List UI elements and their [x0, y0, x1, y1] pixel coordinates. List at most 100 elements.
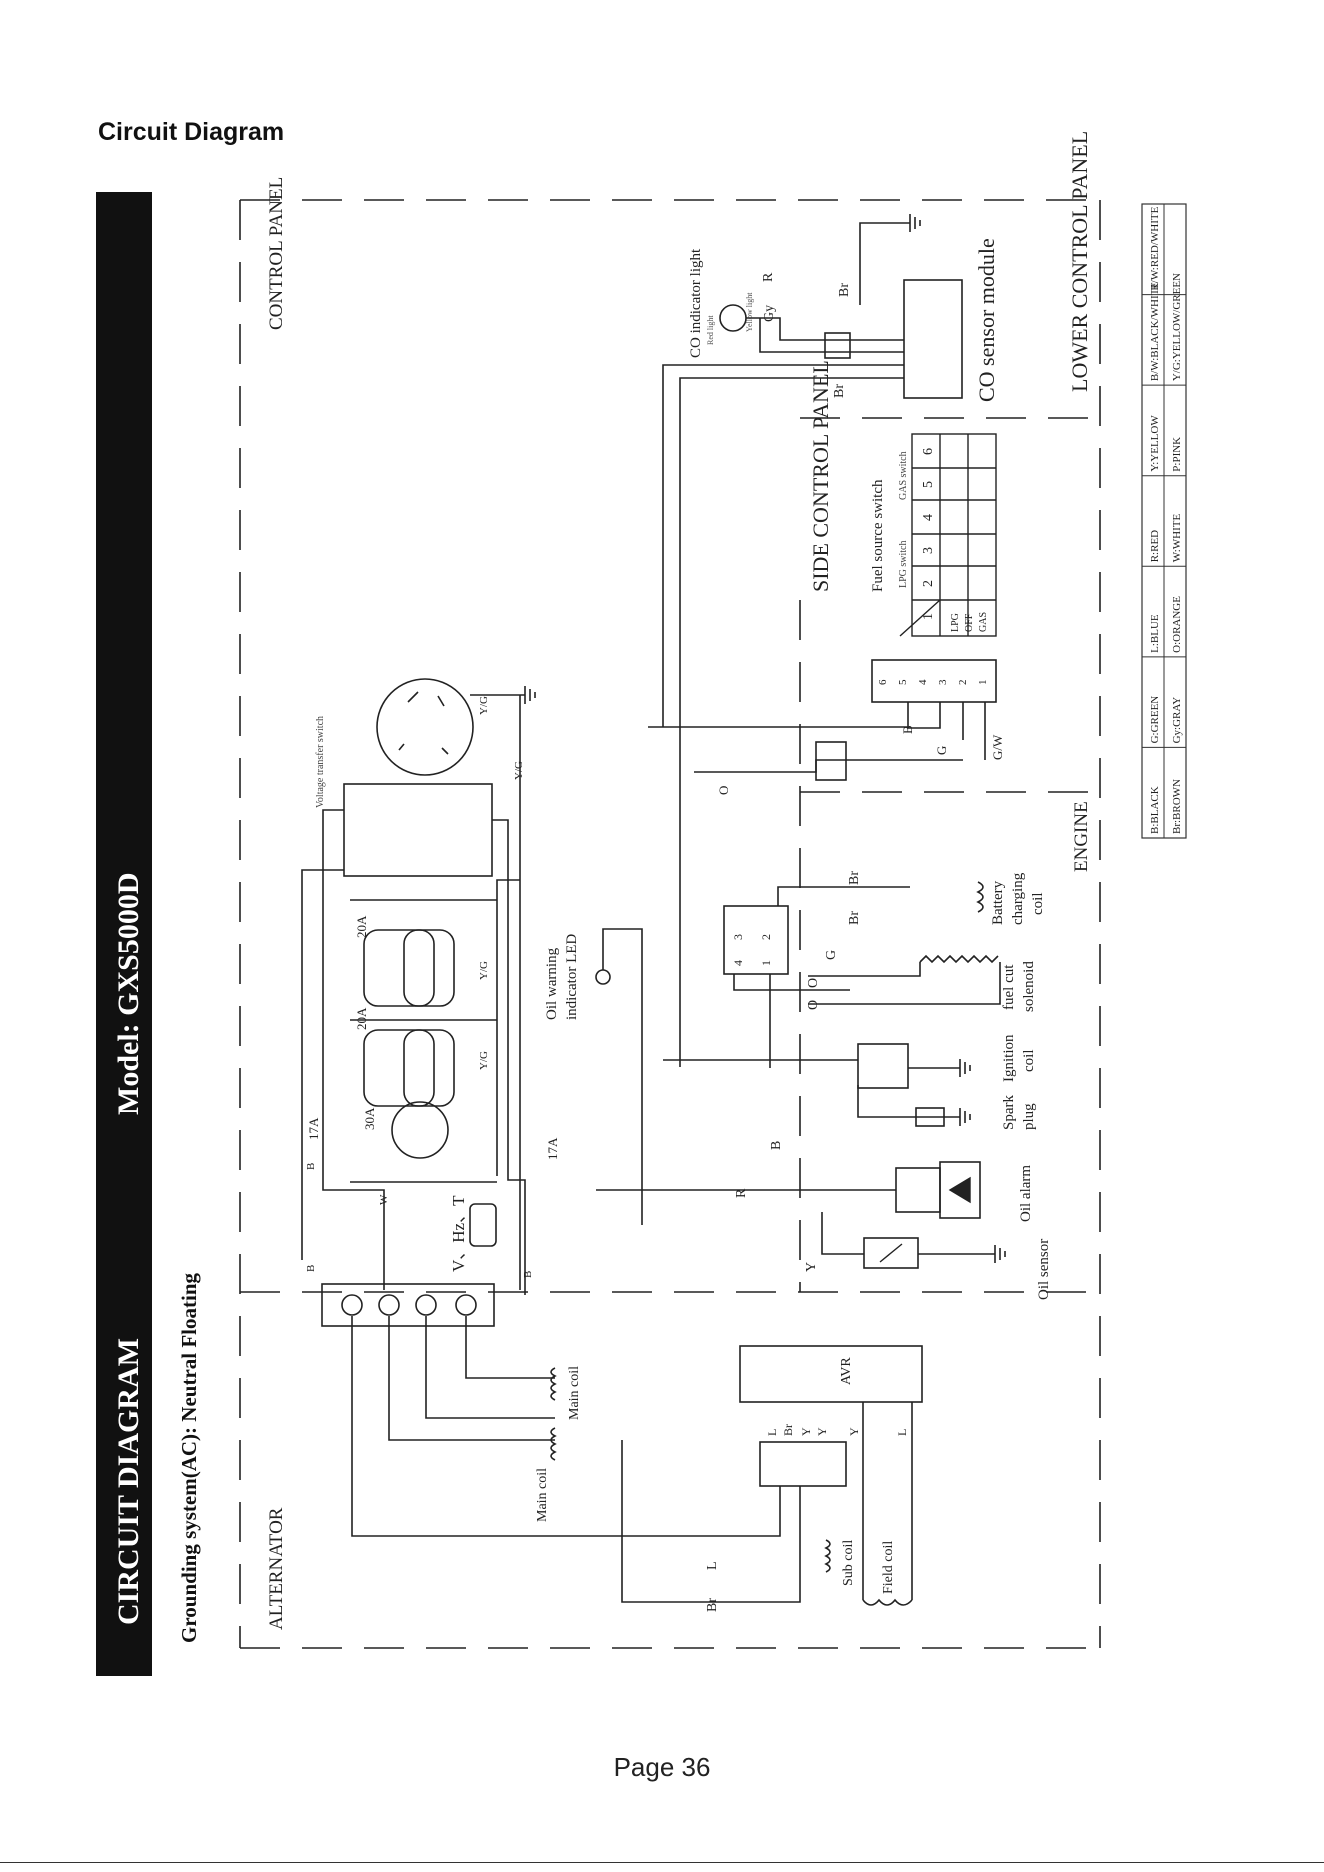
- spark-plug-label-2: plug: [1021, 1103, 1037, 1130]
- wire-label-br-alt: Br: [705, 1598, 720, 1612]
- wire-o: [694, 759, 963, 773]
- fuel-switch-table: [899, 433, 997, 637]
- co-indicator-light-label: CO indicator light: [688, 248, 704, 358]
- legend-entry: B:BLACK: [1149, 786, 1161, 834]
- relay-pin-label: 2: [759, 934, 773, 940]
- wire-label-gw-conn: G/W: [990, 734, 1005, 760]
- wire-label-br-co: Br: [837, 283, 852, 297]
- wire-label-y-avr1: Y: [799, 1427, 813, 1436]
- main-coil-2: [550, 1427, 557, 1461]
- oil-alarm-diode-box: [939, 1161, 981, 1219]
- wire-label-l-avr2: L: [895, 1429, 909, 1436]
- oil-sensor: [863, 1237, 919, 1269]
- wire-label-r-oil: R: [734, 1188, 749, 1198]
- wire-label-b-2: B: [305, 1265, 317, 1272]
- wire-label-vg-4: Y/G: [513, 761, 525, 780]
- fuel-cut-solenoid: [919, 954, 999, 964]
- wire-main-coil-3: [388, 1316, 555, 1441]
- terminal-posts: [341, 1294, 477, 1316]
- breaker-20a-top: 20A: [354, 915, 369, 938]
- legend-entry: P:PINK: [1171, 437, 1183, 472]
- fuel-cut-label-1: fuel cut: [1001, 964, 1017, 1010]
- duplex-receptacle-2: [363, 1029, 455, 1107]
- wire-led: [602, 928, 643, 1225]
- fuel-table-column-label: 5: [921, 481, 936, 488]
- battery-charging-coil: [976, 881, 984, 913]
- wire-co-3: [746, 317, 904, 341]
- co-indicator-light: [719, 304, 747, 332]
- wire-co-4: [759, 318, 904, 353]
- battery-coil-label-3: coil: [1030, 893, 1046, 916]
- wire-y-oil: [821, 1212, 864, 1255]
- oil-alarm-label: Oil alarm: [1018, 1165, 1034, 1222]
- wire-label-y-avr2: Y: [815, 1427, 829, 1436]
- co-ground-symbol: [859, 214, 921, 305]
- ignition-coil-label-2: coil: [1021, 1050, 1037, 1073]
- ignition-coil-label-1: Ignition: [1001, 1034, 1017, 1082]
- wire-co-1: [662, 364, 904, 727]
- field-coil: [862, 1598, 913, 1606]
- wire-solenoid-2: [808, 962, 1001, 1005]
- yellow-light-label: Yellow light: [745, 292, 754, 332]
- lpg-switch-label: LPG switch: [898, 541, 909, 589]
- legend-entry: L:BLUE: [1149, 614, 1161, 653]
- wire-main-coil-2: [425, 1316, 555, 1419]
- legend-entry: Gy:GRAY: [1171, 697, 1183, 744]
- relay-pin-label: 3: [731, 934, 745, 940]
- fuel-cut-label-2: solenoid: [1021, 961, 1037, 1012]
- wire-label-b-oil: B: [769, 1141, 784, 1150]
- fuel-table-row-label: OFF: [964, 613, 975, 632]
- wire-label-br-avr: Br: [781, 1424, 795, 1436]
- wire-label-w-1: W: [378, 1194, 390, 1205]
- co-sensor-module-label: CO sensor module: [974, 238, 999, 402]
- engine-connector: [871, 659, 997, 703]
- legend-entry: Y:YELLOW: [1149, 415, 1161, 472]
- section-side-control-panel: SIDE CONTROL PANEL: [808, 360, 833, 592]
- meter-label: V、Hz、T: [449, 1195, 468, 1272]
- section-engine: ENGINE: [1071, 801, 1092, 872]
- battery-coil-label-1: Battery: [990, 880, 1006, 925]
- wire-label-g-conn: G: [934, 746, 949, 755]
- breaker-17a-left: 17A: [306, 1117, 321, 1140]
- oil-sensor-label: Oil sensor: [1036, 1239, 1052, 1300]
- legend-entry: R/W:RED/WHITE: [1149, 206, 1161, 290]
- wire-co-2: [679, 377, 904, 1067]
- page-heading: Circuit Diagram: [98, 118, 285, 146]
- wire-label-g-relay: G: [824, 950, 839, 960]
- avr-connector: [759, 1441, 847, 1487]
- connector-pin-label: 5: [897, 679, 909, 685]
- avr-label: AVR: [839, 1357, 854, 1385]
- avr-module: [739, 1345, 923, 1403]
- spark-plug-label-1: Spark: [1001, 1095, 1017, 1130]
- breaker-17a-right: 17A: [545, 1137, 560, 1160]
- wire-label-r-co: R: [761, 272, 776, 282]
- battery-coil-label-2: charging: [1010, 872, 1026, 925]
- main-coil-label-2: Main coil: [535, 1468, 550, 1522]
- legend-entry: W:WHITE: [1171, 514, 1183, 563]
- sub-coil-label: Sub coil: [841, 1540, 856, 1586]
- wire-label-b-conn: B: [900, 725, 915, 734]
- oil-alarm-connector: [895, 1167, 941, 1213]
- ignition-coil: [857, 1043, 909, 1089]
- wire-label-o-relay1: O: [806, 978, 821, 988]
- hour-meter: [469, 1203, 497, 1247]
- wire-label-l-alt: L: [705, 1561, 720, 1570]
- wire-w-left: [322, 809, 385, 1290]
- fuel-table-row-label: GAS: [978, 612, 989, 632]
- page-bottom-rule: [0, 1862, 1324, 1863]
- relay-pin-label: 4: [731, 960, 745, 966]
- wire-l-alt: [351, 1316, 781, 1537]
- connector-pin-label: 4: [917, 679, 929, 685]
- duplex-receptacle-1: [363, 929, 455, 1007]
- gas-switch-label: GAS switch: [898, 451, 909, 500]
- legend-entry: Y/G:YELLOW/GREEN: [1171, 273, 1183, 381]
- title-banner: [96, 192, 152, 1676]
- banner-title: CIRCUIT DIAGRAM: [112, 1338, 145, 1625]
- connector-pin-label: 1: [977, 680, 989, 686]
- ground-connector: [815, 741, 847, 781]
- twist-lock-receptacle: [376, 678, 474, 776]
- fuel-table-column-label: 2: [921, 580, 936, 587]
- connector-pin-label: 2: [957, 680, 969, 686]
- fuel-source-switch-label: Fuel source switch: [870, 479, 886, 592]
